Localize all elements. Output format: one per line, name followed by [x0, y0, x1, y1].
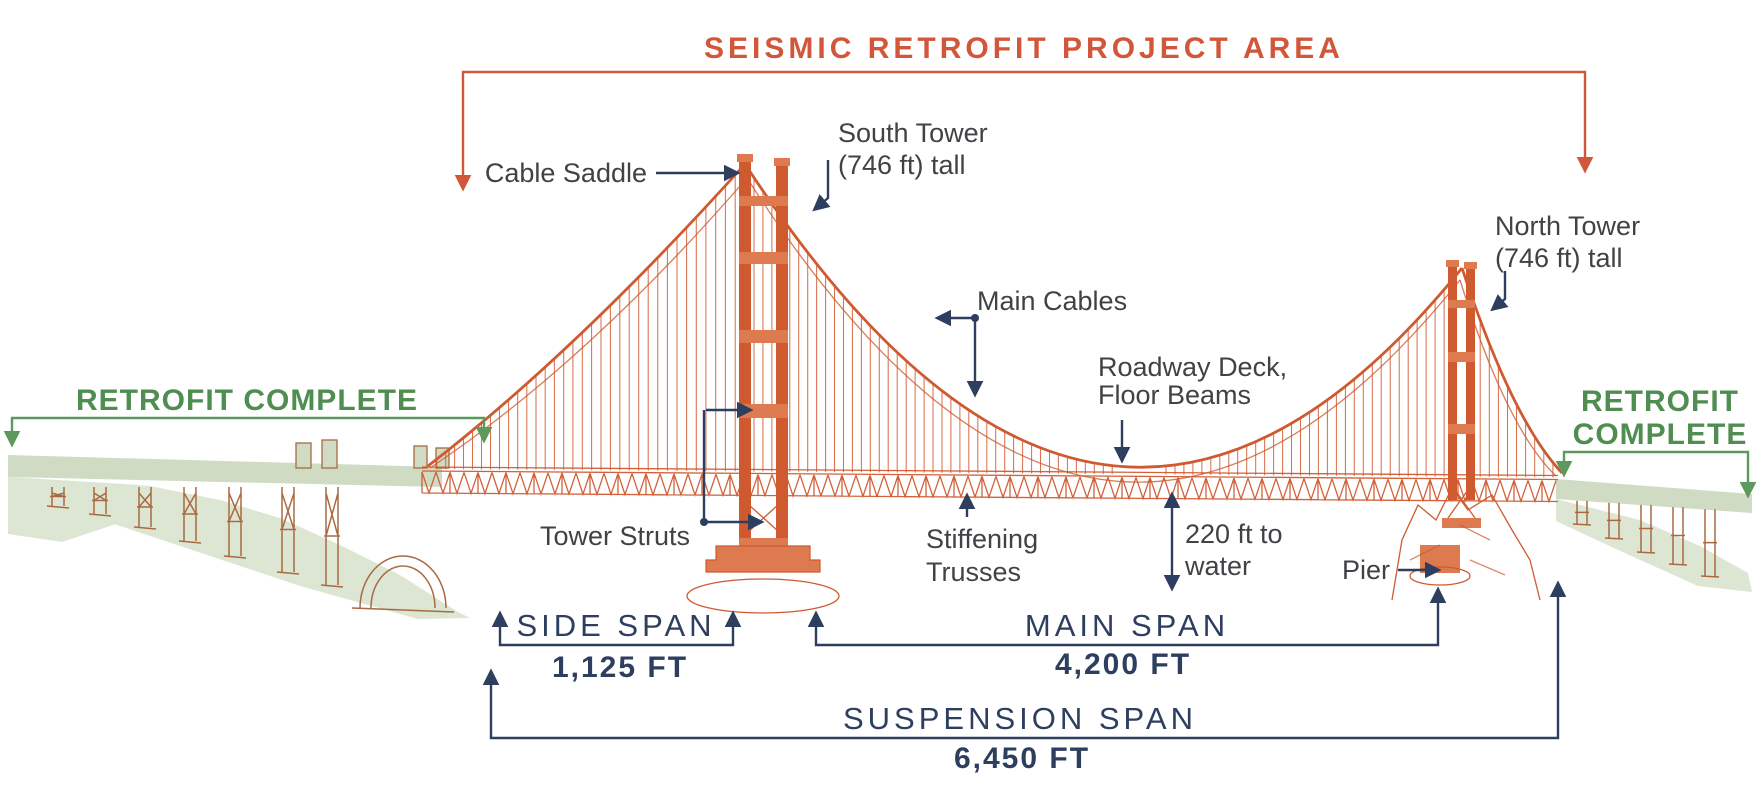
- main-cables-label: Main Cables: [977, 286, 1127, 316]
- retrofit-complete-right-label-line1: RETROFIT: [1581, 385, 1739, 418]
- suspension-span-label: SUSPENSION SPAN: [843, 701, 1197, 736]
- roadway-deck-label-line2: Floor Beams: [1098, 380, 1251, 410]
- suspension-span-bracket: SUSPENSION SPAN 6,450 FT: [482, 580, 1567, 775]
- retrofit-complete-left-label: RETROFIT COMPLETE: [76, 384, 418, 417]
- south-tower-label-line2: (746 ft) tall: [838, 150, 966, 180]
- tower-struts-label: Tower Struts: [540, 521, 690, 551]
- stiffening-trusses-label-line1: Stiffening: [926, 524, 1038, 554]
- retrofit-complete-right-label-line2: COMPLETE: [1573, 418, 1748, 451]
- diagram-title: SEISMIC RETROFIT PROJECT AREA: [704, 32, 1344, 65]
- stiffening-trusses-label-line2: Trusses: [926, 557, 1021, 587]
- side-span-label: SIDE SPAN: [516, 608, 715, 643]
- side-span-bracket: SIDE SPAN 1,125 FT: [491, 608, 742, 684]
- pier-label: Pier: [1342, 555, 1390, 585]
- main-span-value: 4,200 FT: [1055, 648, 1191, 681]
- water-clearance-label-line2: water: [1184, 551, 1251, 581]
- part-label-connectors: [656, 160, 1509, 592]
- north-pier-rocks: [1391, 486, 1541, 601]
- retrofit-complete-right: RETROFIT COMPLETE: [1555, 385, 1757, 499]
- north-approach-illustration: [1556, 479, 1752, 592]
- main-span-label: MAIN SPAN: [1025, 608, 1229, 643]
- water-clearance-label-line1: 220 ft to: [1185, 519, 1283, 549]
- north-tower-label-line2: (746 ft) tall: [1495, 243, 1623, 273]
- north-tower-label-line1: North Tower: [1495, 211, 1640, 241]
- main-span-bracket: MAIN SPAN 4,200 FT: [807, 586, 1447, 681]
- suspension-span-value: 6,450 FT: [954, 742, 1090, 775]
- north-tower-illustration: [1409, 260, 1481, 586]
- roadway-deck-label-line1: Roadway Deck,: [1098, 352, 1287, 382]
- cable-saddle-label: Cable Saddle: [485, 158, 647, 188]
- south-approach-illustration: [8, 439, 470, 619]
- side-span-value: 1,125 FT: [552, 651, 688, 684]
- south-tower-label-line1: South Tower: [838, 118, 988, 148]
- seismic-retrofit-bracket: [454, 70, 1594, 192]
- retrofit-complete-left: RETROFIT COMPLETE: [3, 384, 493, 448]
